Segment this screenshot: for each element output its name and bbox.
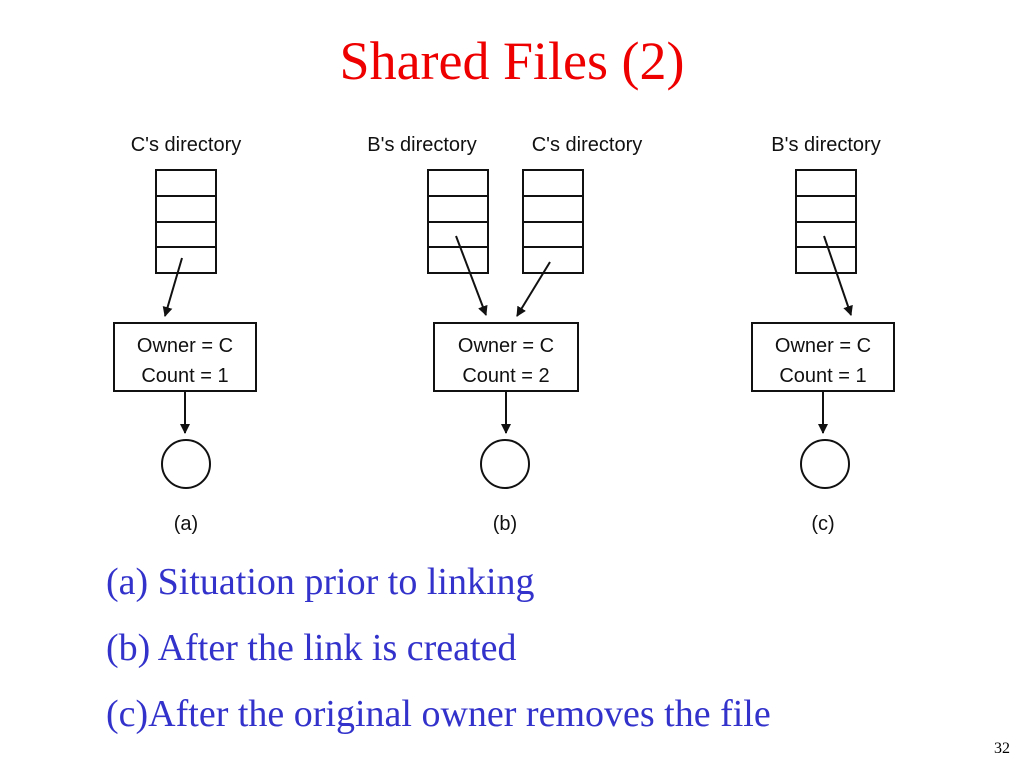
panel-a: C's directory Owner = C Count = 1 (a) [113,134,257,535]
panel-b: B's directory C's directory Owner = C Co… [367,134,642,535]
panel-a-owner-label: Owner = C [137,335,233,357]
panel-c-file-circle [800,439,850,489]
panel-b-directory-label-b: B's directory [367,134,476,156]
panel-a-file-circle [161,439,211,489]
panel-c-directory-label: B's directory [771,134,880,156]
panel-c-caption: (c) [811,513,834,535]
description-b: (b) After the link is created [106,627,517,669]
panel-b-directory-table-b [427,169,489,274]
panel-a-directory-table [155,169,217,274]
panel-a-link-arrow [162,257,183,317]
description-a: (a) Situation prior to linking [106,561,535,603]
panel-c-directory-table [795,169,857,274]
page-number: 32 [994,740,1010,757]
description-c: (c)After the original owner removes the … [106,693,771,735]
panel-a-directory-label: C's directory [131,134,242,156]
panel-b-link-arrow-b [455,235,488,316]
shared-files-diagram: C's directory Owner = C Count = 1 (a) B'… [113,134,895,535]
panel-b-owner-label: Owner = C [458,335,554,357]
panel-b-directory-table-c [522,169,584,274]
panel-c-owner-label: Owner = C [775,335,871,357]
panel-c-count-label: Count = 1 [779,365,866,387]
panel-b-file-circle [480,439,530,489]
panel-a-count-label: Count = 1 [141,365,228,387]
panel-b-link-arrow-c [516,261,551,317]
panel-b-count-label: Count = 2 [462,365,549,387]
panel-b-caption: (b) [493,513,517,535]
panel-b-directory-label-c: C's directory [532,134,643,156]
panel-c-link-arrow [823,235,853,316]
slide-title: Shared Files (2) [339,31,685,91]
panel-c: B's directory Owner = C Count = 1 (c) [751,134,895,535]
panel-a-caption: (a) [174,513,198,535]
